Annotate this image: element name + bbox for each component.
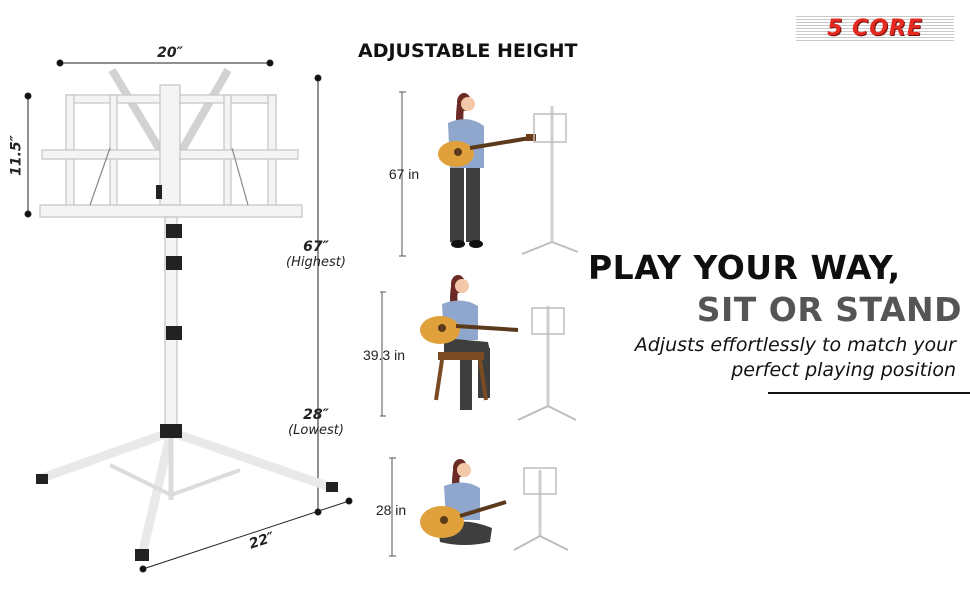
position-standing (380, 88, 590, 260)
position-stool (379, 272, 590, 430)
tagline-line-1: Adjusts effortlessly to match your (634, 334, 956, 356)
guitarist-stool-figure (379, 275, 577, 421)
height-label-floor: 28 in (375, 502, 407, 518)
height-label-standing: 67 in (388, 166, 420, 182)
height-label-stool: 39.3 in (362, 347, 406, 363)
guitarist-floor-figure (389, 457, 569, 557)
guitarist-standing-figure (399, 91, 579, 257)
tagline-line-2: perfect playing position (731, 359, 956, 381)
dimension-lines (24, 59, 353, 573)
headline-line-1: PLAY YOUR WAY, (588, 248, 901, 287)
headline-underline (768, 392, 970, 394)
width-top-label: 20″ (157, 45, 183, 61)
position-floor (380, 450, 590, 560)
highest-caption: (Highest) (286, 255, 346, 270)
lowest-value: 28″ (303, 407, 329, 423)
logo-text: 5 CORE (827, 15, 923, 41)
brand-logo: 5 CORE (796, 14, 954, 42)
section-title: ADJUSTABLE HEIGHT (358, 40, 578, 62)
stand-shaft (164, 216, 182, 433)
desk-height-label: 11.5″ (8, 135, 25, 176)
headline-line-2: SIT OR STAND (696, 290, 962, 329)
tripod-legs (36, 424, 338, 561)
highest-value: 67″ (303, 239, 329, 255)
music-stand-illustration (24, 59, 353, 573)
music-desk (39, 67, 303, 218)
lowest-caption: (Lowest) (288, 423, 344, 438)
